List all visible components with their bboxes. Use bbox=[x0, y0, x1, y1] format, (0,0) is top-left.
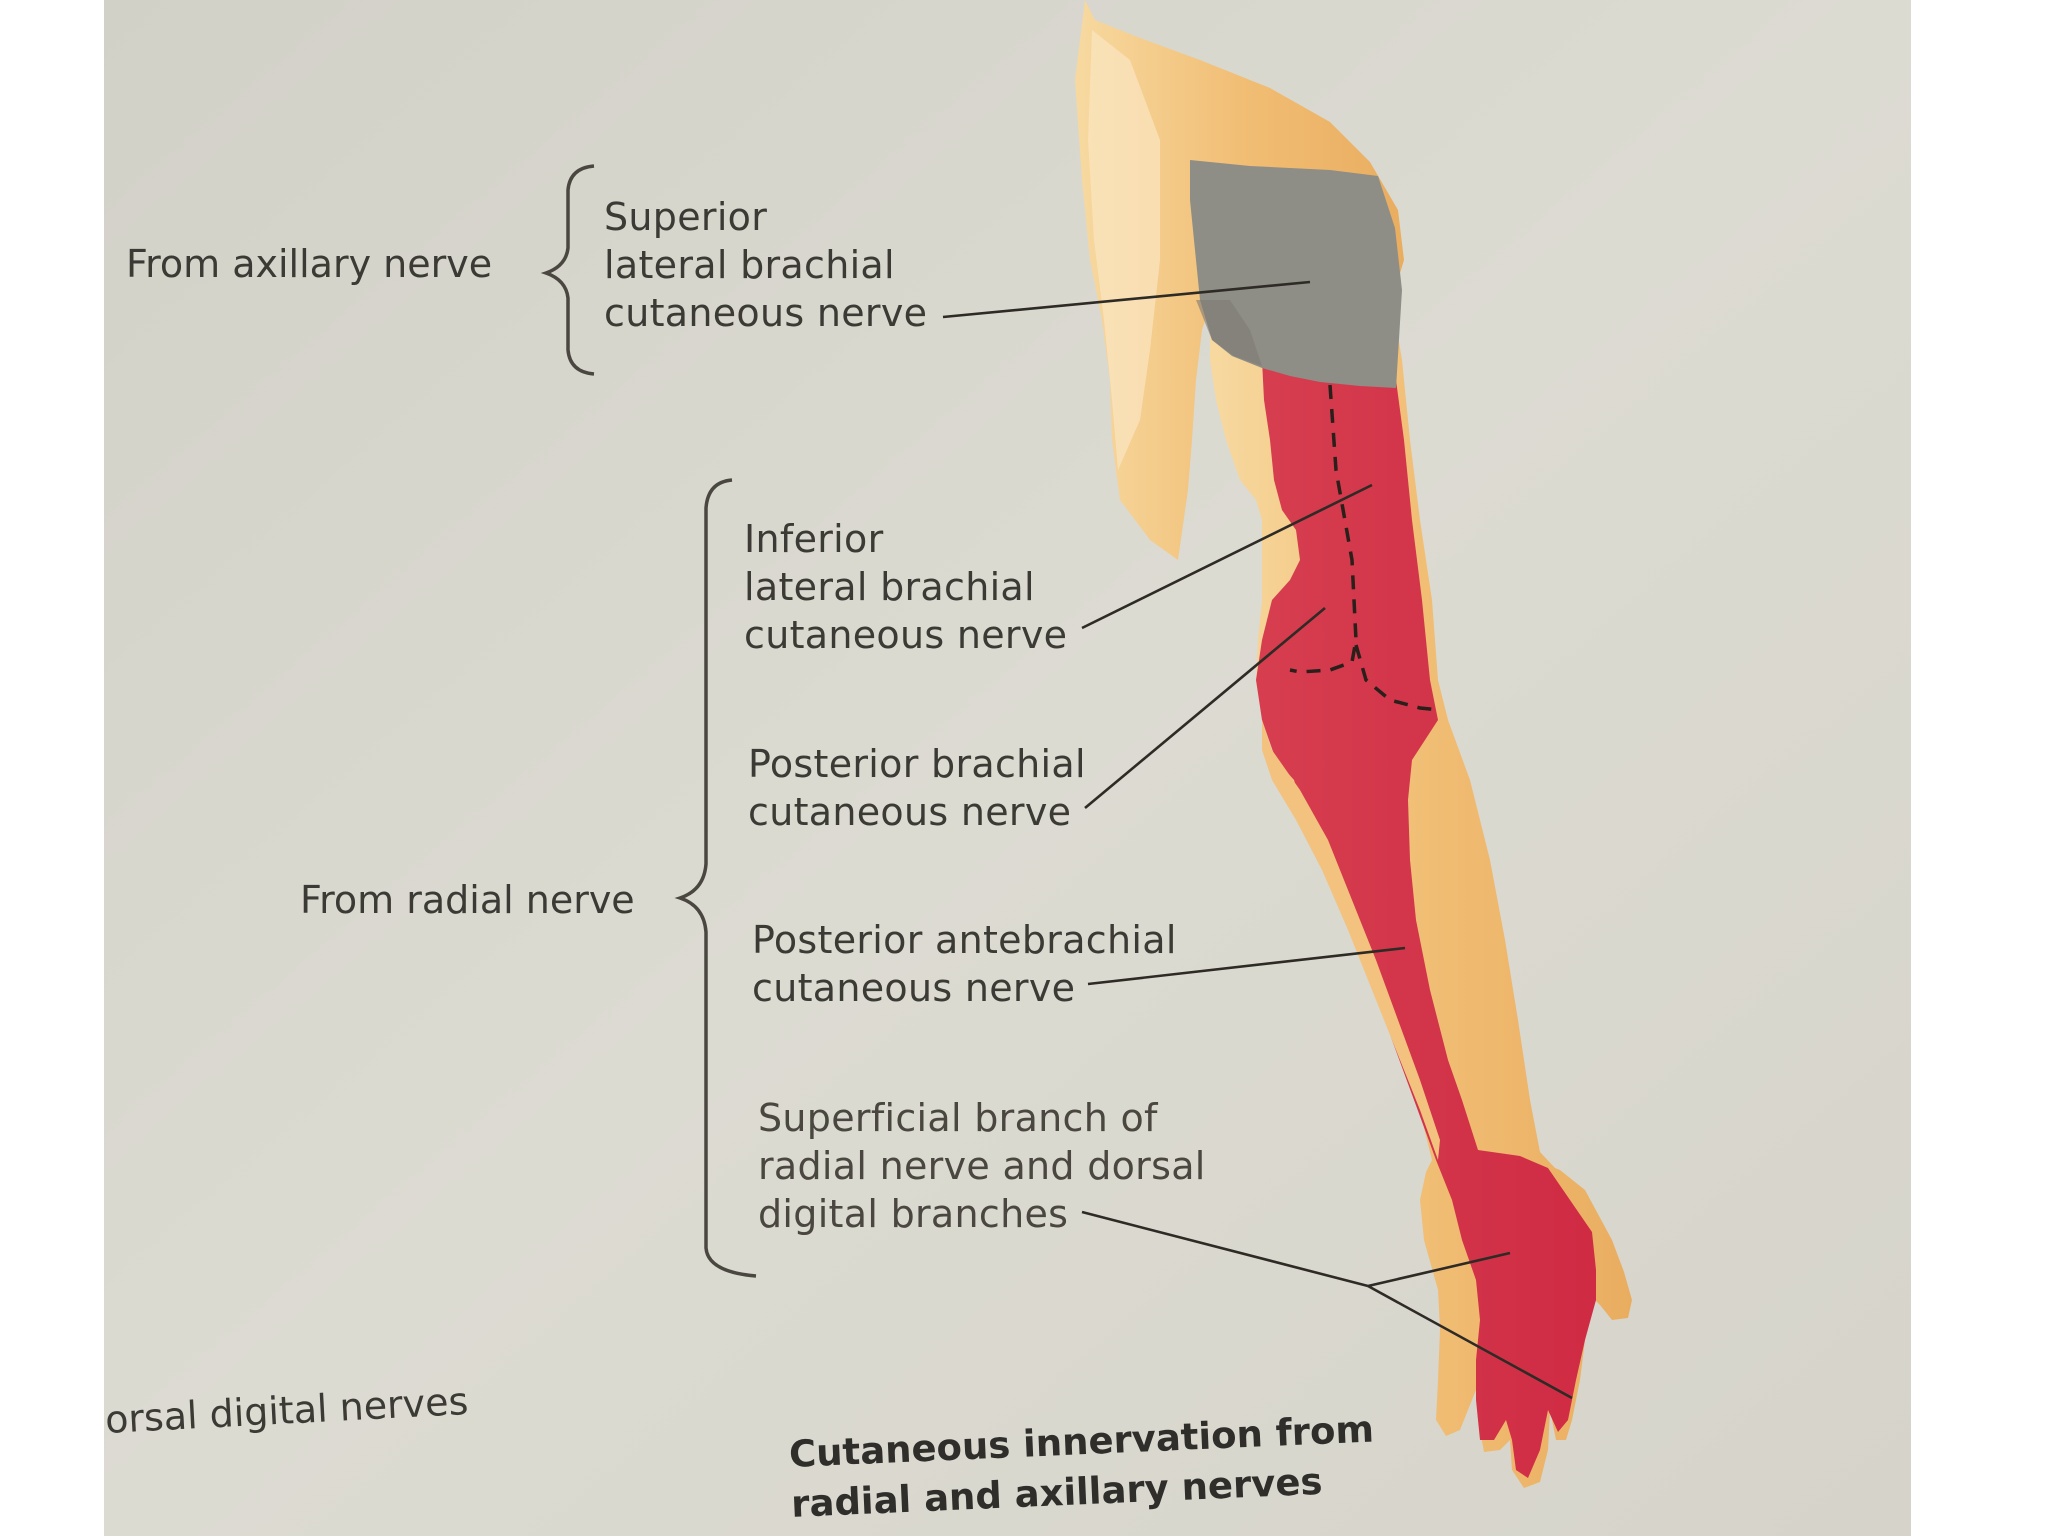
leader-lines bbox=[942, 280, 1573, 1400]
label-inferior-lateral-brachial: Inferior lateral brachial cutaneous nerv… bbox=[744, 515, 1067, 659]
label-superior-lateral-brachial: Superior lateral brachial cutaneous nerv… bbox=[604, 193, 927, 337]
label-line: cutaneous nerve bbox=[752, 966, 1076, 1010]
group-label-axillary: From axillary nerve bbox=[126, 242, 493, 286]
label-line: Posterior brachial bbox=[748, 742, 1086, 786]
label-line: Superior bbox=[604, 195, 768, 239]
label-line: Superficial branch of bbox=[758, 1096, 1158, 1140]
label-line: cutaneous nerve bbox=[604, 291, 928, 335]
axillary-bracket bbox=[540, 164, 595, 376]
label-line: cutaneous nerve bbox=[748, 790, 1072, 834]
label-superficial-branch: Superficial branch of radial nerve and d… bbox=[758, 1094, 1206, 1238]
radial-bracket bbox=[674, 478, 757, 1278]
radial-territory bbox=[1256, 360, 1596, 1478]
forearm-skin-strip bbox=[1262, 720, 1440, 1160]
label-line: lateral brachial bbox=[744, 565, 1035, 609]
group-label-radial: From radial nerve bbox=[300, 878, 635, 922]
label-line: digital branches bbox=[758, 1192, 1069, 1236]
label-line: Posterior antebrachial bbox=[752, 918, 1177, 962]
axillary-shadow bbox=[1196, 300, 1262, 366]
label-line: radial nerve and dorsal bbox=[758, 1144, 1206, 1188]
label-line: Inferior bbox=[744, 517, 884, 561]
label-posterior-brachial: Posterior brachial cutaneous nerve bbox=[748, 740, 1086, 836]
label-line: cutaneous nerve bbox=[744, 613, 1068, 657]
dashed-boundary bbox=[1289, 384, 1441, 712]
shoulder-highlight bbox=[1088, 30, 1160, 470]
label-line: lateral brachial bbox=[604, 243, 895, 287]
label-posterior-antebrachial: Posterior antebrachial cutaneous nerve bbox=[752, 916, 1177, 1012]
